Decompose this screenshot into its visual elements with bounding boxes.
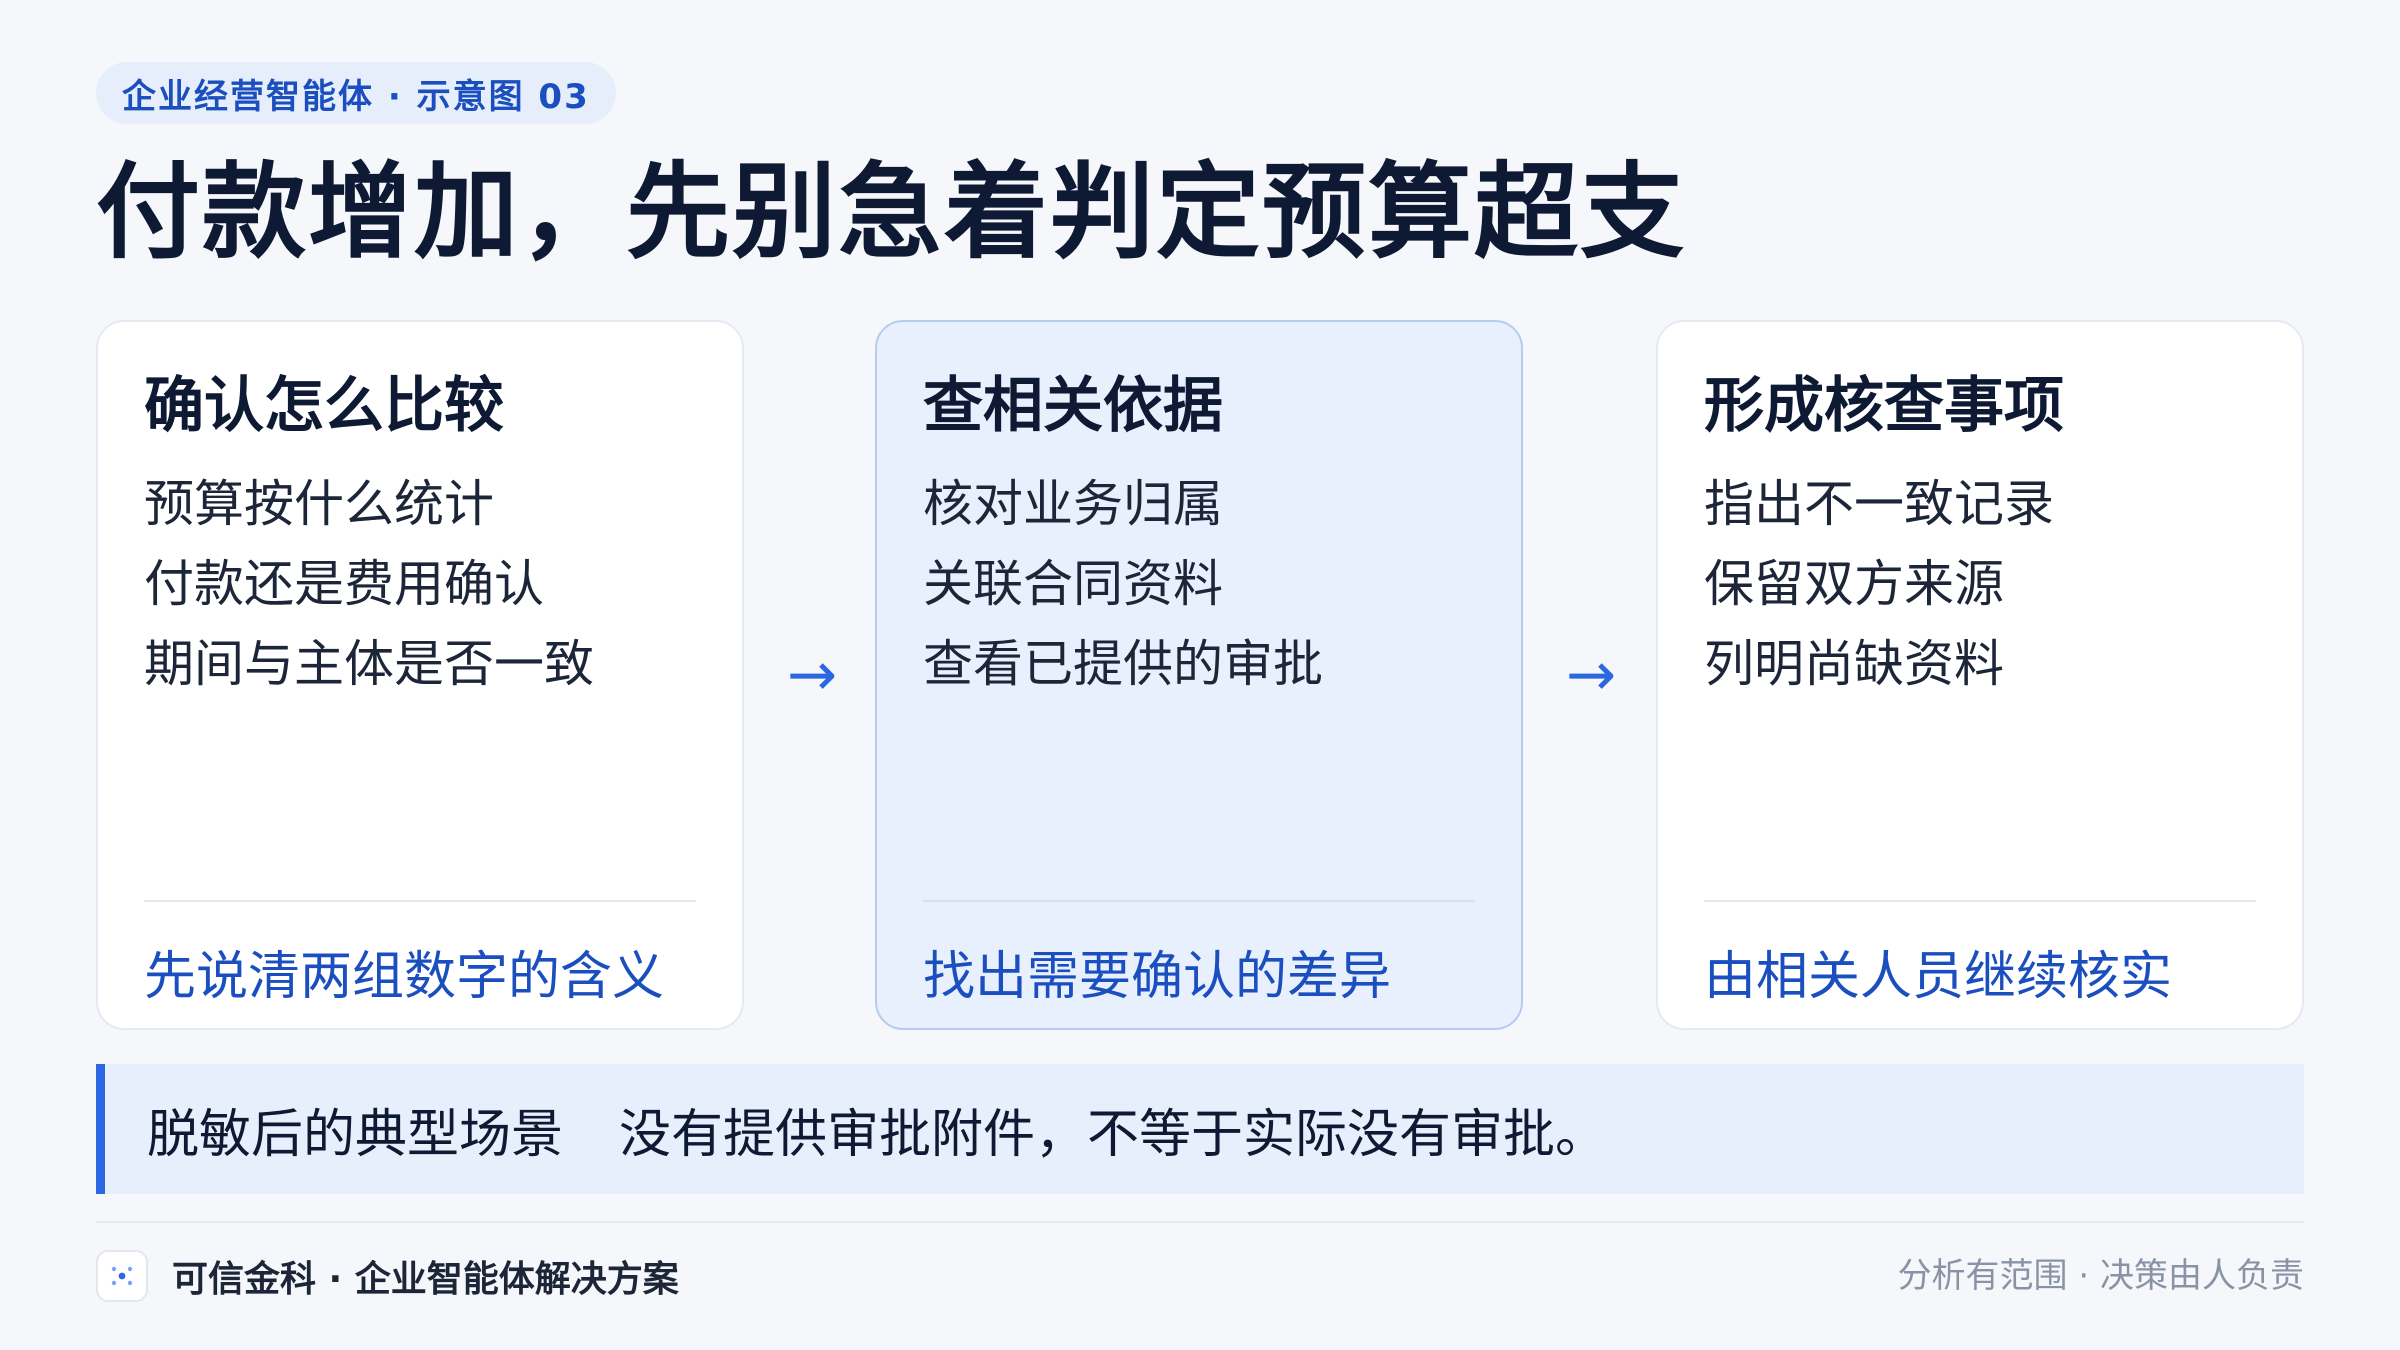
scenario-callout: 脱敏后的典型场景 没有提供审批附件，不等于实际没有审批。 — [96, 1064, 2304, 1194]
arrow-right-icon: → — [1565, 640, 1617, 710]
step-conclusion: 先说清两组数字的含义 — [144, 947, 665, 1007]
step-items: 核对业务归属 关联合同资料 查看已提供的审批 — [923, 464, 1323, 704]
page-title: 付款增加，先别急着判定预算超支 — [96, 151, 1687, 273]
footer-divider — [96, 1221, 2304, 1223]
step-item: 预算按什么统计 — [144, 475, 494, 533]
divider — [1704, 900, 2256, 902]
step-title: 查相关依据 — [923, 371, 1223, 441]
scenario-text: 没有提供审批附件，不等于实际没有审批。 — [619, 1104, 1608, 1165]
step-conclusion: 由相关人员继续核实 — [1704, 947, 2173, 1007]
step-item: 核对业务归属 — [923, 475, 1223, 533]
step-item: 期间与主体是否一致 — [144, 635, 594, 693]
step-conclusion: 找出需要确认的差异 — [923, 947, 1392, 1007]
logo-icon — [96, 1250, 148, 1302]
step-item: 保留双方来源 — [1704, 555, 2004, 613]
step-item: 关联合同资料 — [923, 555, 1223, 613]
step-items: 指出不一致记录 保留双方来源 列明尚缺资料 — [1704, 464, 2054, 704]
step-title: 形成核查事项 — [1704, 371, 2064, 441]
step-item: 付款还是费用确认 — [144, 555, 544, 613]
footer-slogan: 分析有范围 · 决策由人负责 — [1897, 1256, 2304, 1296]
divider — [144, 900, 696, 902]
step-card-1: 确认怎么比较 预算按什么统计 付款还是费用确认 期间与主体是否一致 先说清两组数… — [96, 320, 744, 1030]
step-card-3: 形成核查事项 指出不一致记录 保留双方来源 列明尚缺资料 由相关人员继续核实 — [1656, 320, 2304, 1030]
brand-name: 可信金科 · 企业智能体解决方案 — [172, 1259, 679, 1300]
step-title: 确认怎么比较 — [144, 371, 504, 441]
arrow-right-icon: → — [786, 640, 838, 710]
brand: 可信金科 · 企业智能体解决方案 — [96, 1248, 679, 1304]
section-tag: 企业经营智能体 · 示意图 03 — [96, 62, 616, 124]
step-item: 列明尚缺资料 — [1704, 635, 2004, 693]
step-card-2: 查相关依据 核对业务归属 关联合同资料 查看已提供的审批 找出需要确认的差异 — [875, 320, 1523, 1030]
divider — [923, 900, 1475, 902]
scenario-label: 脱敏后的典型场景 — [147, 1104, 564, 1165]
step-items: 预算按什么统计 付款还是费用确认 期间与主体是否一致 — [144, 464, 594, 704]
step-item: 查看已提供的审批 — [923, 635, 1323, 693]
step-item: 指出不一致记录 — [1704, 475, 2054, 533]
